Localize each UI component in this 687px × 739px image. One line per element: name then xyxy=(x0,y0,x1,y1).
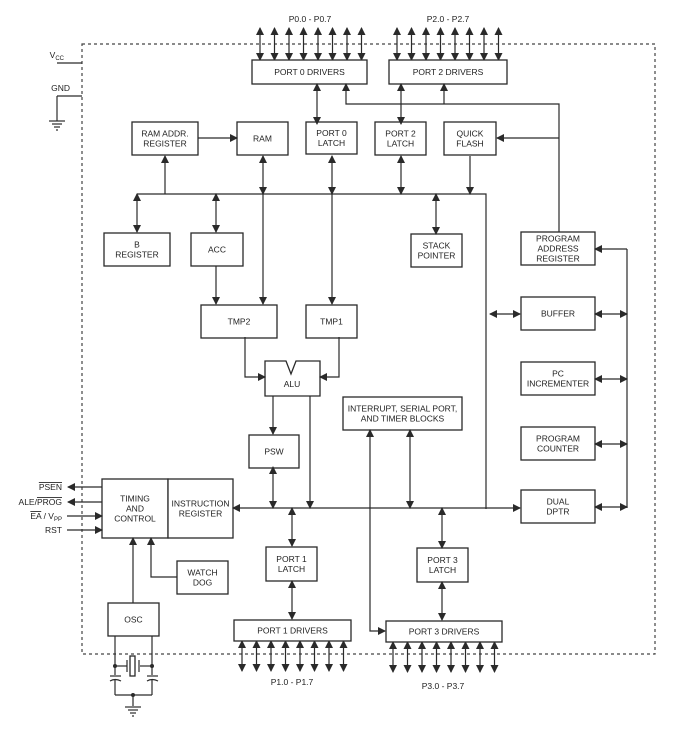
port0-drivers-block: PORT 0 DRIVERS xyxy=(251,59,368,85)
block-label: LATCH xyxy=(318,138,345,148)
block-label: PORT 2 DRIVERS xyxy=(413,67,484,77)
psen-pin: PSEN xyxy=(39,482,62,492)
interrupt-blocks-block: INTERRUPT, SERIAL PORT,AND TIMER BLOCKS xyxy=(342,396,463,431)
block-label: PSW xyxy=(264,447,283,457)
block-label: DUAL xyxy=(547,497,570,507)
block-label: PORT 1 xyxy=(276,554,307,564)
block-label: COUNTER xyxy=(537,444,579,454)
block-label: PORT 3 xyxy=(427,555,458,565)
block-label: ADDRESS xyxy=(537,244,578,254)
block-label: FLASH xyxy=(456,139,483,149)
block-label: INSTRUCTION xyxy=(171,499,229,509)
ram-addr-register-block: RAM ADDR.REGISTER xyxy=(131,121,199,156)
capacitor-icon xyxy=(109,675,159,706)
crystal-icon xyxy=(113,655,154,677)
chip-boundary xyxy=(81,43,656,655)
block-label: DOG xyxy=(193,578,212,588)
psw-block: PSW xyxy=(248,434,300,469)
port2-drivers-block: PORT 2 DRIVERS xyxy=(388,59,508,85)
block-label: PROGRAM xyxy=(536,434,580,444)
block-label: LATCH xyxy=(429,565,456,575)
block-label: REGISTER xyxy=(179,509,222,519)
block-label: OSC xyxy=(124,615,142,625)
tmp1-block: TMP1 xyxy=(305,304,358,339)
block-label: CONTROL xyxy=(114,514,156,524)
block-label: STACK xyxy=(423,241,451,251)
block-label: AND xyxy=(126,504,144,514)
port3-pins-label: P3.0 - P3.7 xyxy=(422,681,465,691)
ground-icon xyxy=(125,706,141,717)
vcc-pin: VCC xyxy=(50,50,82,64)
gnd-pin: GND xyxy=(49,83,82,131)
block-label: TMP2 xyxy=(228,317,251,327)
block-label: REGISTER xyxy=(536,254,579,264)
block-label: REGISTER xyxy=(143,139,186,149)
pin-arrows xyxy=(238,27,503,673)
block-label: RAM ADDR. xyxy=(141,129,188,139)
block-label: PORT 0 DRIVERS xyxy=(274,67,345,77)
ground-icon xyxy=(49,120,65,131)
block-label: QUICK xyxy=(457,129,484,139)
block-label: PORT 2 xyxy=(385,129,416,139)
port2-pins-label: P2.0 - P2.7 xyxy=(427,14,470,24)
block-label: B xyxy=(134,240,140,250)
port3-drivers-block: PORT 3 DRIVERS xyxy=(385,620,503,643)
port1-drivers-block: PORT 1 DRIVERS xyxy=(233,619,352,642)
block-label: TIMING xyxy=(120,494,150,504)
block-label: BUFFER xyxy=(541,309,575,319)
block-label: DPTR xyxy=(546,507,569,517)
block-label: POINTER xyxy=(418,251,456,261)
rst-pin: RST xyxy=(45,525,62,535)
block-label: INCREMENTER xyxy=(527,379,589,389)
ram-block: RAM xyxy=(236,121,289,156)
svg-text:GND: GND xyxy=(51,83,70,93)
ea-vpp-pin: EA / VPP xyxy=(30,511,62,523)
control-pins: PSEN ALE/PROG EA / VPP RST xyxy=(19,482,103,535)
block-label: RAM xyxy=(253,134,272,144)
block-label: PORT 3 DRIVERS xyxy=(409,627,480,637)
block-label: WATCH xyxy=(187,568,217,578)
block-label: INTERRUPT, SERIAL PORT, xyxy=(348,404,458,414)
osc-block: OSC xyxy=(107,602,160,637)
port1-pins-label: P1.0 - P1.7 xyxy=(271,677,314,687)
block-label: AND TIMER BLOCKS xyxy=(361,414,445,424)
alu-block: ALU xyxy=(264,360,321,397)
block-label: PORT 1 DRIVERS xyxy=(257,626,328,636)
tmp2-block: TMP2 xyxy=(200,304,278,339)
wires xyxy=(114,83,628,695)
buffer-block: BUFFER xyxy=(520,296,596,331)
block-label: PORT 0 xyxy=(316,128,347,138)
ale-prog-pin: ALE/PROG xyxy=(19,497,62,507)
block-label: REGISTER xyxy=(115,250,158,260)
block-label: ALU xyxy=(284,379,301,389)
acc-block: ACC xyxy=(190,232,244,267)
block-label: LATCH xyxy=(278,564,305,574)
block-label: PC xyxy=(552,369,564,379)
block-label: PROGRAM xyxy=(536,234,580,244)
block-label: TMP1 xyxy=(320,317,343,327)
block-label: ACC xyxy=(208,245,226,255)
port0-pins-label: P0.0 - P0.7 xyxy=(289,14,332,24)
block-label: LATCH xyxy=(387,139,414,149)
svg-text:VCC: VCC xyxy=(50,50,65,62)
